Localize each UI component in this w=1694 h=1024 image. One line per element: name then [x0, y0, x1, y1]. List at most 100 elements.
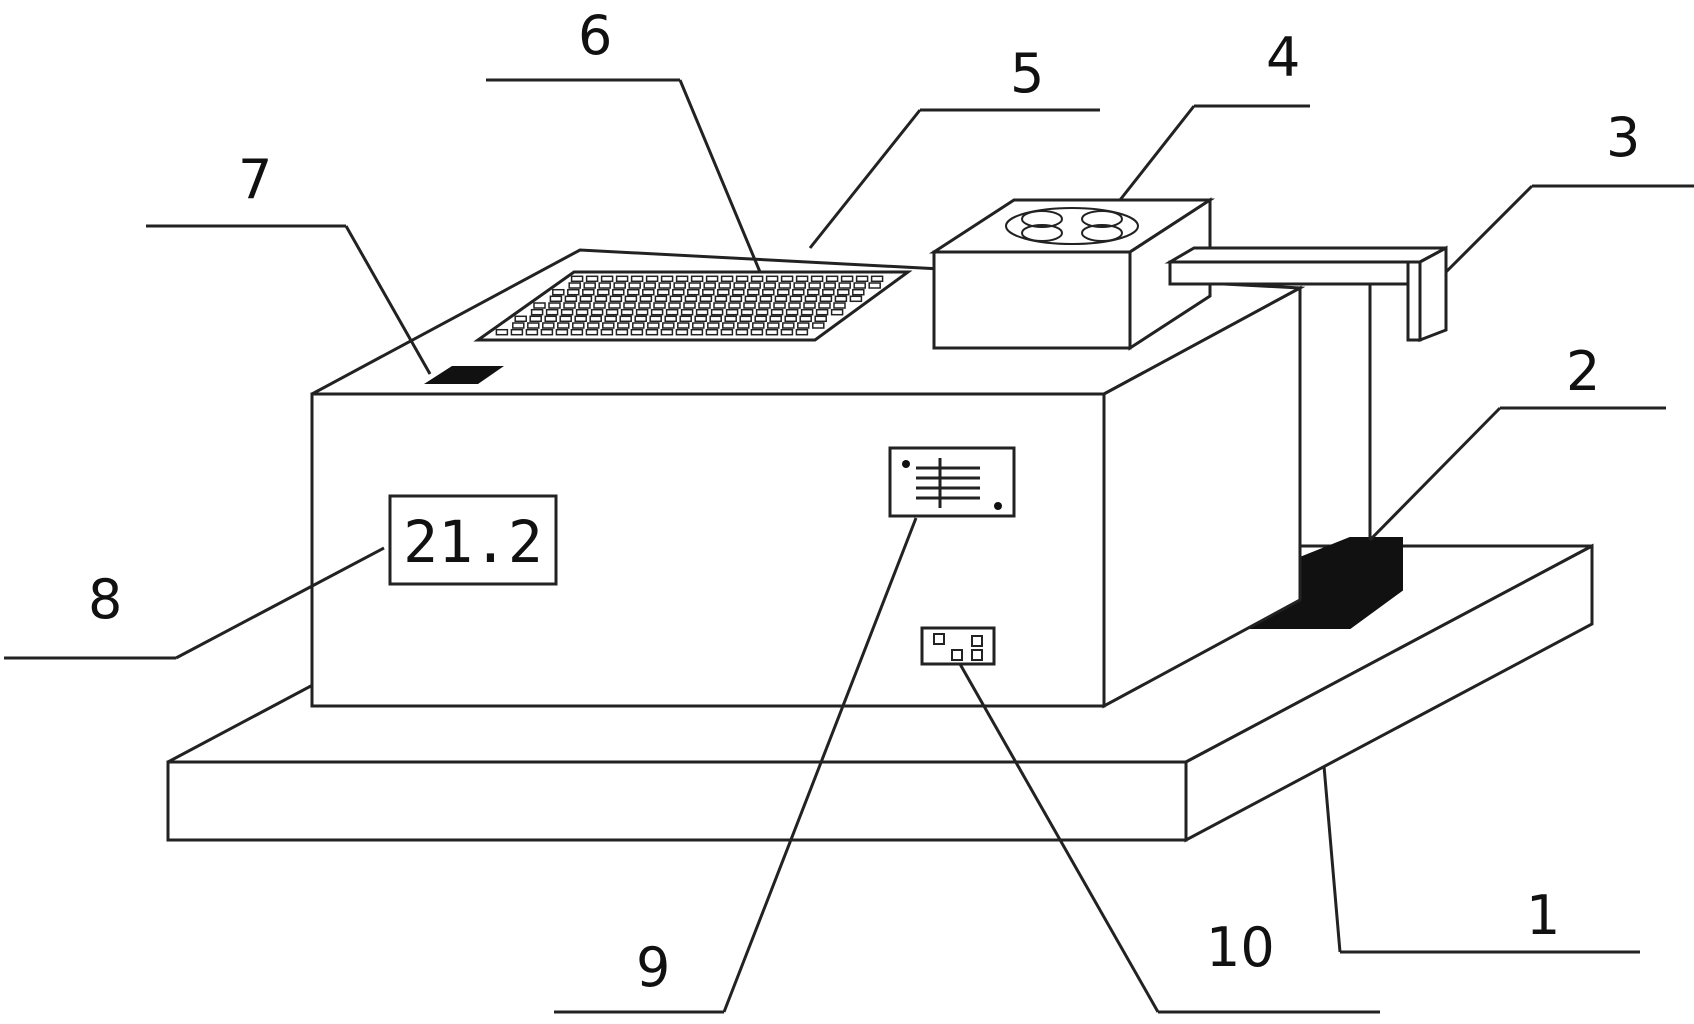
grille-cell: [732, 288, 745, 296]
grille-cell: [604, 315, 617, 323]
grille-cell: [754, 315, 767, 323]
grille-cell: [803, 302, 816, 309]
grille-cell: [795, 328, 809, 336]
grille-cell: [665, 308, 679, 316]
grille-cell: [737, 322, 750, 329]
grille-vent: [473, 270, 913, 342]
grille-cell: [623, 302, 636, 309]
callout-4: 4: [1266, 26, 1300, 89]
grille-cell: [868, 282, 881, 289]
callout-7: 7: [238, 148, 272, 211]
grille-cell: [605, 308, 619, 316]
grille-cell: [722, 322, 735, 329]
grille-cell: [540, 328, 554, 336]
grille-cell: [549, 295, 563, 303]
grille-cell: [609, 295, 623, 303]
grille-cell: [662, 322, 675, 329]
grille-cell: [838, 282, 851, 289]
grille-cell: [694, 315, 707, 323]
socket-icon: [933, 633, 983, 661]
grille-cell: [688, 282, 701, 289]
grille-cell: [695, 308, 709, 316]
grille-cell: [634, 315, 647, 323]
grille-cell: [512, 322, 525, 329]
grille-cell: [559, 315, 572, 323]
grille-cell: [575, 308, 589, 316]
callout-2: 2: [1566, 340, 1600, 403]
grille-cell: [707, 322, 720, 329]
grille-cell: [735, 328, 749, 336]
grille-cell: [780, 275, 794, 283]
grille-cell: [567, 288, 580, 296]
grille-cell: [675, 328, 689, 336]
grille-cell: [608, 302, 621, 309]
grille-cell: [784, 315, 797, 323]
grille-cell: [583, 282, 596, 289]
grille-cell: [615, 275, 629, 283]
grille-cell: [672, 288, 685, 296]
handle-bracket: [1164, 245, 1448, 540]
grille-cell: [627, 288, 640, 296]
grille-cell: [717, 288, 730, 296]
grille-cell: [598, 282, 611, 289]
grille-cell: [564, 295, 578, 303]
grille-cell: [777, 288, 790, 296]
grille-cell: [739, 315, 752, 323]
grille-cell: [762, 288, 775, 296]
grille-cell: [778, 282, 791, 289]
grille-cell: [643, 282, 656, 289]
grille-cell: [690, 328, 704, 336]
grille-cell: [658, 282, 671, 289]
grille-cell: [814, 315, 827, 323]
grille-cell: [590, 308, 604, 316]
grille-cell: [529, 315, 542, 323]
grille-cell: [668, 302, 681, 309]
top-slot: [424, 366, 504, 384]
grille-cell: [855, 275, 869, 283]
grille-cell: [852, 288, 865, 296]
grille-cell: [709, 315, 722, 323]
grille-cell: [818, 302, 831, 309]
grille-cell: [747, 288, 760, 296]
grille-cell: [758, 302, 771, 309]
power-socket[interactable]: [920, 626, 996, 666]
grille-cell: [769, 315, 782, 323]
grille-cell: [692, 322, 705, 329]
grille-cell: [795, 275, 809, 283]
grille-cell: [699, 295, 713, 303]
grille-cell: [837, 288, 850, 296]
grille-cell: [677, 322, 690, 329]
grille-cell: [542, 322, 555, 329]
grille-cell: [579, 295, 593, 303]
grille-cell: [744, 295, 758, 303]
grille-cell: [572, 322, 585, 329]
grille-cell: [630, 275, 644, 283]
grille-cell: [560, 308, 574, 316]
grille-cell: [849, 295, 863, 303]
grille-cell: [510, 328, 524, 336]
grille-cell: [555, 328, 569, 336]
grille-cell: [733, 282, 746, 289]
grille-cell: [548, 302, 561, 309]
callout-5: 5: [1010, 42, 1044, 105]
control-panel-icon: [902, 458, 1002, 510]
grille-cell: [735, 275, 749, 283]
grille-cell: [684, 295, 698, 303]
grille-cell: [759, 295, 773, 303]
grille-cell: [635, 308, 649, 316]
grille-cell: [587, 322, 600, 329]
display-reading: 21.2: [403, 508, 543, 576]
grille-cell: [645, 328, 659, 336]
control-panel[interactable]: [888, 446, 1016, 518]
grille-cell: [624, 295, 638, 303]
grille-cell: [545, 308, 559, 316]
grille-cell: [797, 322, 810, 329]
grille-cell: [748, 282, 761, 289]
grille-cell: [740, 308, 754, 316]
grille-cell: [589, 315, 602, 323]
grille-cell: [765, 275, 779, 283]
grille-cell: [649, 315, 662, 323]
grille-cell: [574, 315, 587, 323]
grille-cell: [669, 295, 683, 303]
